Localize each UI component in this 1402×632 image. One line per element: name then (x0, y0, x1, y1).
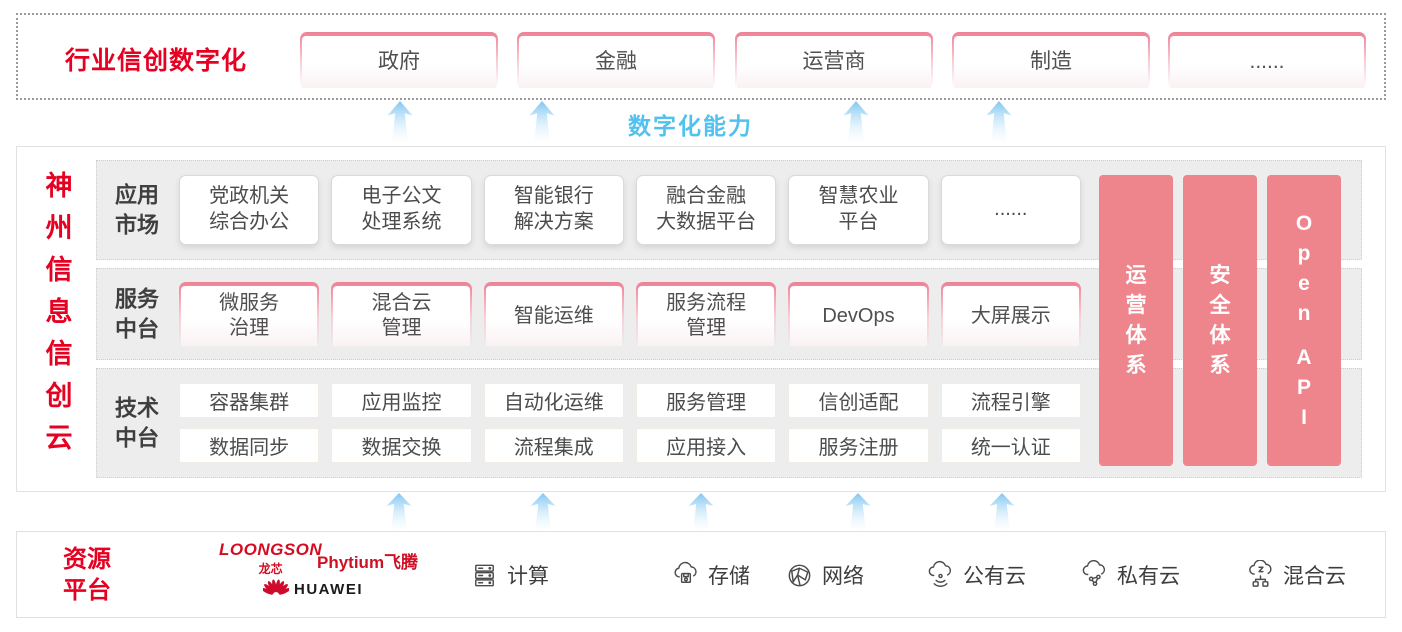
service-card: 大屏展示 (940, 282, 1081, 346)
tech-card: 服务管理 (635, 383, 777, 418)
network-icon (788, 564, 811, 586)
huawei-flower-icon (263, 579, 289, 595)
tech-card: 自动化运维 (483, 383, 624, 418)
resource-item: 网络 (784, 557, 864, 593)
app-card: 智慧农业 平台 (788, 175, 929, 245)
up-arrow-icon (387, 101, 413, 141)
industry-box: 金融 (517, 32, 715, 88)
tech-card: 数据交换 (331, 428, 472, 463)
phytium-logo: Phytium飞腾 (317, 553, 419, 572)
resource-label: 公有云 (963, 565, 1026, 588)
up-arrow-icon (386, 493, 412, 529)
up-arrow-icon (986, 101, 1012, 141)
platform-title: 神州信息信创云 (45, 171, 73, 453)
tech-card: 应用接入 (635, 428, 777, 463)
pillar-1: 安全体系 (1183, 175, 1257, 466)
resource-label: 网络 (822, 565, 864, 588)
tech-card: 统一认证 (940, 428, 1081, 463)
industry-box: 制造 (952, 32, 1150, 88)
hybrid-cloud-icon (1249, 559, 1272, 587)
industry-label: 制造 (954, 36, 1148, 88)
loongson-logo-text: LOONGSON (219, 540, 323, 559)
tech-card: 容器集群 (179, 383, 320, 418)
storage-icon (674, 561, 697, 583)
huawei-logo-text: HUAWEI (294, 580, 363, 598)
resource-item: 混合云 (1245, 557, 1346, 593)
loongson-logo-subtext: 龙芯 (258, 562, 283, 576)
resource-item: 计算 (469, 557, 549, 593)
resource-label: 计算 (507, 565, 549, 588)
service-card: DevOps (788, 282, 929, 346)
tech-cards: 容器集群应用监控自动化运维服务管理信创适配流程引擎数据同步数据交换流程集成应用接… (179, 369, 1081, 477)
row-label: 技术 中台 (115, 395, 160, 450)
tech-card: 应用监控 (331, 383, 472, 418)
loongson-logo: LOONGSON 龙芯 (219, 540, 322, 577)
main-panel: 神州信息信创云 应用 市场党政机关 综合办公电子公文 处理系统智能银行 解决方案… (16, 146, 1386, 492)
tech-card: 流程集成 (483, 428, 624, 463)
resource-label: 存储 (708, 565, 750, 588)
industry-banner-title: 行业信创数字化 (65, 47, 248, 75)
up-arrow-icon (530, 493, 556, 529)
service-card: 服务流程 管理 (635, 282, 777, 346)
industry-banner: 行业信创数字化 政府 金融 运营商 制造 ...... (16, 13, 1386, 100)
service-card: 智能运维 (483, 282, 624, 346)
resource-item: 私有云 (1079, 557, 1180, 593)
app-card: 智能银行 解决方案 (483, 175, 624, 245)
app-card: ...... (940, 175, 1081, 245)
app-card: 党政机关 综合办公 (179, 175, 320, 245)
up-arrow-icon (843, 101, 869, 141)
industry-box: ...... (1168, 32, 1366, 88)
service-card: 微服务 治理 (179, 282, 320, 346)
up-arrow-icon (688, 493, 714, 529)
industry-label: 运营商 (737, 36, 931, 88)
industry-label: 金融 (519, 36, 713, 88)
resource-item: 存储 (670, 557, 750, 593)
up-arrow-icon (845, 493, 871, 529)
app-cards: 党政机关 综合办公电子公文 处理系统智能银行 解决方案融合金融 大数据平台智慧农… (179, 161, 1081, 259)
industry-label: ...... (1170, 36, 1364, 88)
tech-card: 服务注册 (788, 428, 929, 463)
compute-icon (475, 564, 494, 586)
tech-card: 流程引擎 (940, 383, 1081, 418)
private-cloud-icon (1082, 559, 1106, 586)
app-card: 电子公文 处理系统 (331, 175, 472, 245)
app-card: 融合金融 大数据平台 (635, 175, 777, 245)
industry-box: 运营商 (735, 32, 933, 88)
row-label: 服务 中台 (115, 286, 160, 341)
resource-label: 私有云 (1117, 565, 1180, 588)
service-card: 混合云 管理 (331, 282, 472, 346)
industry-label: 政府 (302, 36, 496, 88)
capability-label: 数字化能力 (628, 113, 753, 139)
tech-card: 数据同步 (179, 428, 320, 463)
resource-item: 公有云 (925, 557, 1026, 593)
resource-label: 混合云 (1283, 565, 1346, 588)
tech-card: 信创适配 (788, 383, 929, 418)
huawei-logo: HUAWEI (263, 578, 363, 600)
pillar-0: 运营体系 (1099, 175, 1173, 466)
row-label: 应用 市场 (115, 182, 160, 237)
public-cloud-icon (928, 560, 952, 587)
industry-box: 政府 (300, 32, 498, 88)
up-arrow-icon (529, 101, 555, 141)
resource-platform-title: 资源 平台 (63, 546, 111, 605)
up-arrow-icon (989, 493, 1015, 529)
resource-platform-band: 资源 平台 LOONGSON 龙芯 Phytium飞腾 HUAWEI (16, 531, 1386, 618)
